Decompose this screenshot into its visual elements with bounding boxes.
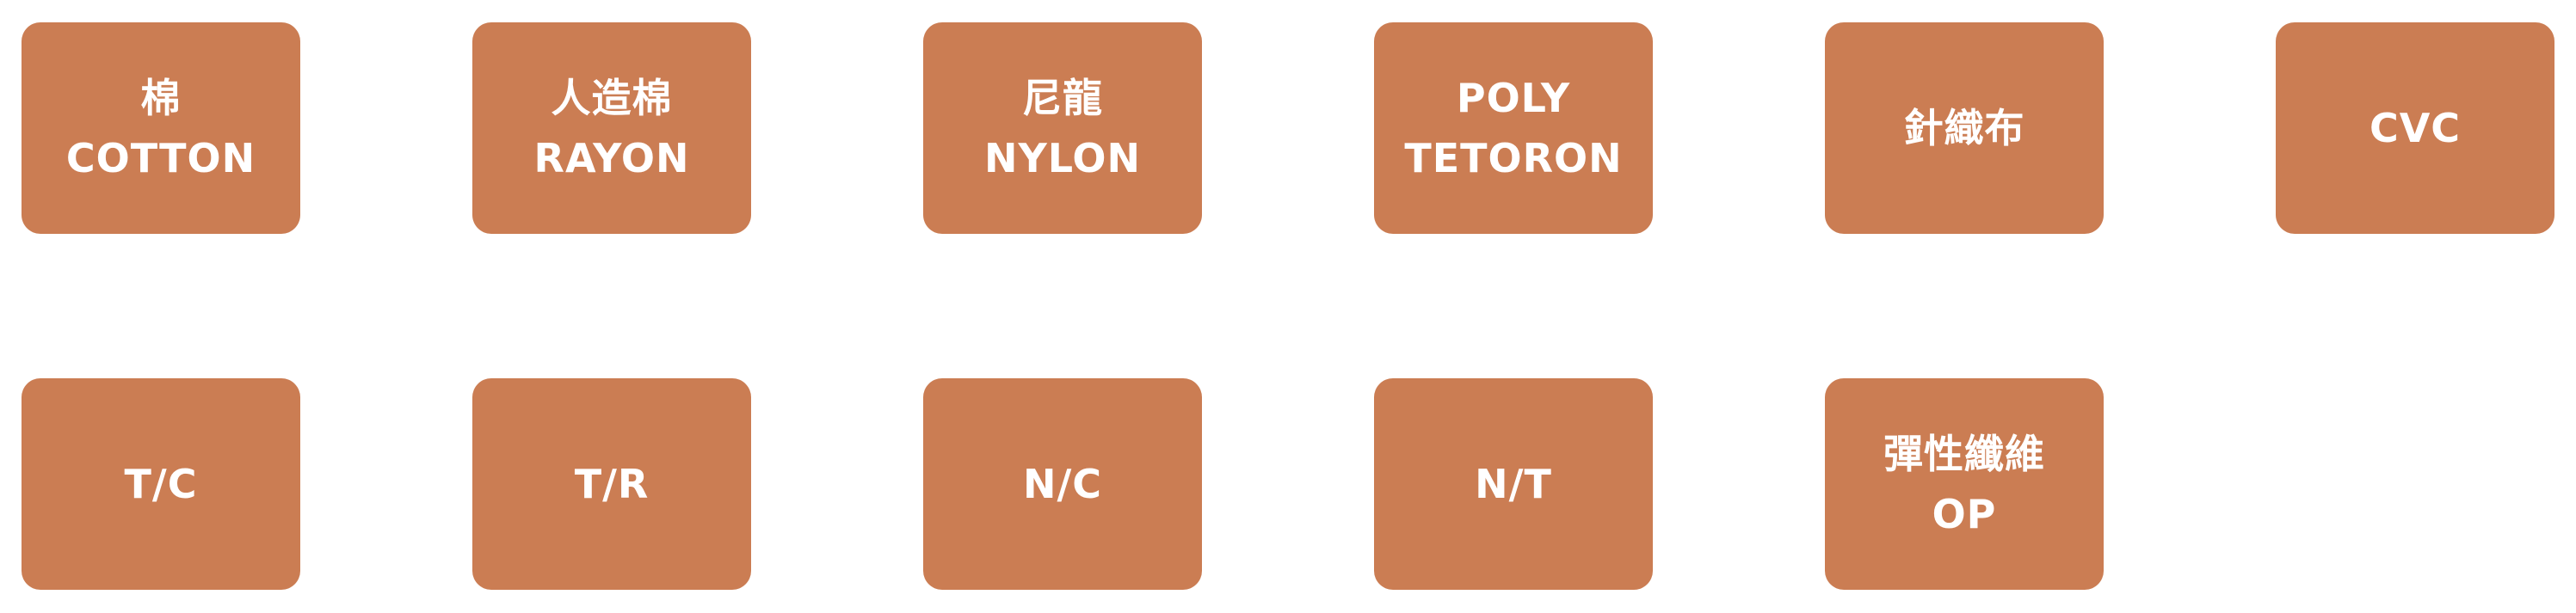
fabric-tile-label: 針織布: [1903, 105, 2025, 151]
fabric-tile-poly-tetoron[interactable]: POLY TETORON: [1374, 22, 1653, 234]
fabric-tile-tr[interactable]: T/R: [472, 378, 751, 590]
fabric-tile-spandex-op[interactable]: 彈性纖維 OP: [1825, 378, 2104, 590]
fabric-tile-label-zh: 彈性纖維: [1883, 431, 2045, 477]
fabric-tile-label: N/T: [1475, 461, 1552, 507]
fabric-tile-label-en: NYLON: [983, 135, 1142, 181]
fabric-tile-label-zh: 棉: [140, 75, 182, 121]
fabric-tile-nc[interactable]: N/C: [923, 378, 1202, 590]
fabric-tile-nt[interactable]: N/T: [1374, 378, 1653, 590]
fabric-tile-label-line1: POLY: [1456, 75, 1571, 121]
fabric-tile-label-en: OP: [1932, 491, 1997, 537]
fabric-tile-label-en: COTTON: [65, 135, 256, 181]
fabric-tile-label-line2: TETORON: [1404, 135, 1623, 181]
fabric-tile-label-zh: 人造棉: [551, 75, 673, 121]
fabric-tile-label: N/C: [1022, 461, 1103, 507]
fabric-tile-cotton[interactable]: 棉 COTTON: [22, 22, 300, 234]
fabric-tile-label-zh: 尼龍: [1022, 75, 1103, 121]
fabric-tile-tc[interactable]: T/C: [22, 378, 300, 590]
fabric-tile-label: CVC: [2369, 105, 2462, 151]
fabric-tile-nylon[interactable]: 尼龍 NYLON: [923, 22, 1202, 234]
fabric-tile-label: T/C: [124, 461, 198, 507]
fabric-tile-label: T/R: [574, 461, 650, 507]
fabric-tile-label-en: RAYON: [533, 135, 690, 181]
fabric-tile-knit[interactable]: 針織布: [1825, 22, 2104, 234]
fabric-tile-rayon[interactable]: 人造棉 RAYON: [472, 22, 751, 234]
fabric-tile-cvc[interactable]: CVC: [2276, 22, 2554, 234]
